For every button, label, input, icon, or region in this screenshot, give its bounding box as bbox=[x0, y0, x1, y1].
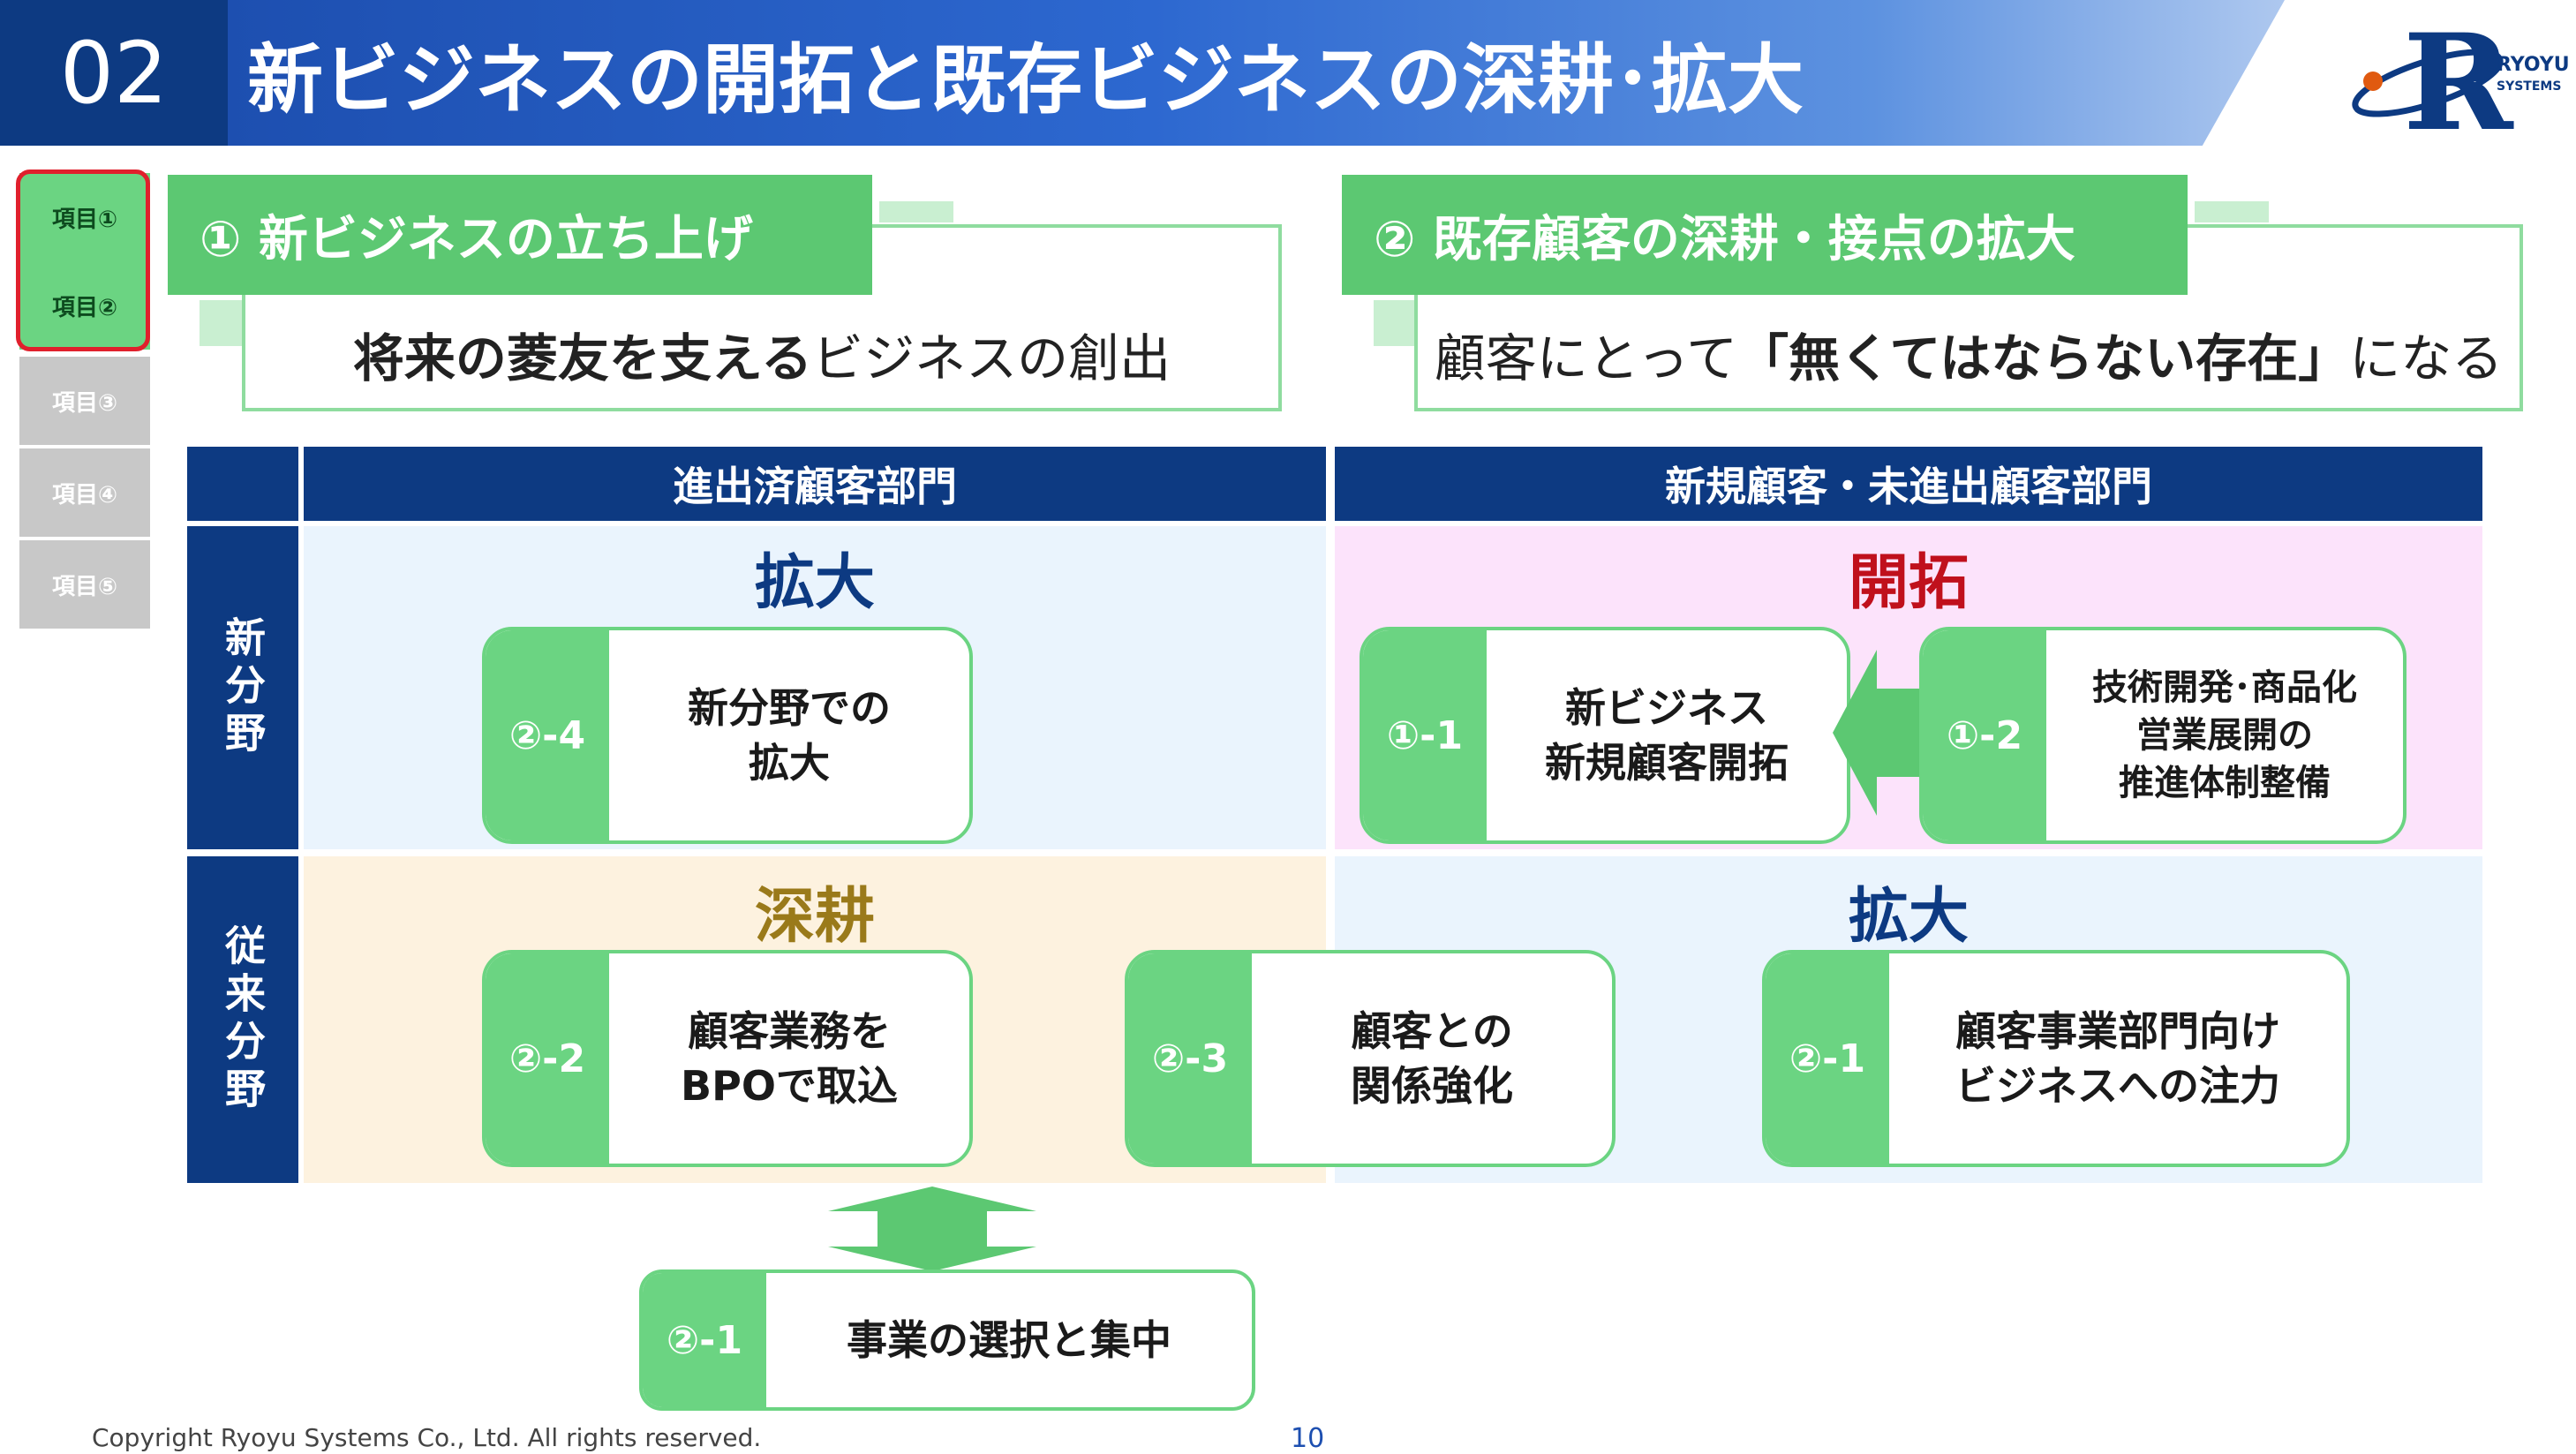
card-code: ①-1 bbox=[1363, 630, 1487, 840]
nav-item-1[interactable]: 項目① bbox=[19, 173, 150, 261]
section2-subtitle-post: になる bbox=[2349, 328, 2504, 388]
card-line: 新ビジネス bbox=[1565, 683, 1768, 732]
nav-item-4[interactable]: 項目④ bbox=[19, 448, 150, 537]
card-code: ②-3 bbox=[1128, 953, 1252, 1164]
card-text: 顧客事業部門向け ビジネスへの注力 bbox=[1889, 953, 2346, 1164]
logo-letter: R bbox=[2403, 12, 2514, 145]
card-code: ②-1 bbox=[1766, 953, 1889, 1164]
decor-bar bbox=[1374, 300, 1416, 346]
page-number: 10 bbox=[1291, 1423, 1325, 1454]
card-text: 顧客業務を BPOで取込 bbox=[609, 953, 969, 1164]
card-line: ビジネスへの注力 bbox=[1955, 1062, 2280, 1110]
header-banner bbox=[228, 0, 2285, 146]
card-line: 新分野での bbox=[688, 683, 891, 732]
quadrant-title-expand-2: 拡大 bbox=[1848, 882, 1969, 952]
card-line: 顧客事業部門向け bbox=[1955, 1006, 2280, 1055]
card-text: 顧客との 関係強化 bbox=[1252, 953, 1612, 1164]
card-line: 新規顧客開拓 bbox=[1545, 739, 1789, 787]
section2-heading: ② 既存顧客の深耕・接点の拡大 bbox=[1342, 175, 2188, 295]
quadrant-title-deepen: 深耕 bbox=[754, 882, 875, 952]
card-text: 技術開発･商品化 営業展開の 推進体制整備 bbox=[2046, 630, 2403, 840]
page-title: 新ビジネスの開拓と既存ビジネスの深耕･拡大 bbox=[247, 36, 1804, 124]
card-2-1-bottom[interactable]: ②-1 事業の選択と集中 bbox=[639, 1269, 1255, 1411]
section1-subtitle-bold: 将来の菱友を支える bbox=[352, 328, 813, 388]
card-line: 関係強化 bbox=[1351, 1062, 1513, 1110]
grid-corner bbox=[187, 447, 298, 521]
company-logo: R RYOYU SYSTEMS bbox=[2348, 5, 2576, 161]
card-2-3[interactable]: ②-3 顧客との 関係強化 bbox=[1125, 950, 1616, 1167]
section2-subtitle-pre: 顧客にとって bbox=[1434, 328, 1738, 388]
quadrant-title-expand-1: 拡大 bbox=[754, 548, 875, 618]
nav-item-2[interactable]: 項目② bbox=[19, 261, 150, 350]
card-code: ②-1 bbox=[643, 1273, 766, 1407]
nav-selection-highlight bbox=[16, 170, 150, 351]
nav-item-5[interactable]: 項目⑤ bbox=[19, 540, 150, 629]
card-line: 推進体制整備 bbox=[2119, 763, 2331, 803]
logo-text-ryoyu: RYOYU bbox=[2497, 54, 2570, 76]
section2-subtitle: 顧客にとって 「無くてはならない存在」 になる bbox=[1418, 300, 2520, 408]
logo-text-systems: SYSTEMS bbox=[2497, 79, 2561, 94]
card-text: 新分野での 拡大 bbox=[609, 630, 969, 840]
card-line: 拡大 bbox=[749, 739, 830, 787]
card-code: ②-4 bbox=[486, 630, 609, 840]
card-text: 事業の選択と集中 bbox=[766, 1273, 1252, 1407]
col-header-existing: 進出済顧客部門 bbox=[304, 447, 1326, 521]
section2-subtitle-bold: 「無くてはならない存在」 bbox=[1737, 328, 2350, 388]
section-number: 02 bbox=[0, 0, 228, 146]
card-code: ②-2 bbox=[486, 953, 609, 1164]
nav-item-3[interactable]: 項目③ bbox=[19, 357, 150, 445]
decor-bar bbox=[200, 300, 242, 346]
decor-bar bbox=[879, 201, 953, 222]
card-line: 顧客業務を bbox=[688, 1006, 891, 1055]
row-header-existing-field: 従来分野 bbox=[187, 856, 298, 1183]
card-2-4[interactable]: ②-4 新分野での 拡大 bbox=[482, 627, 973, 844]
row-header-new-field: 新分野 bbox=[187, 526, 298, 849]
double-arrow-icon bbox=[828, 1187, 1036, 1271]
section1-subtitle: 将来の菱友を支える ビジネスの創出 bbox=[245, 300, 1278, 408]
card-line: BPOで取込 bbox=[681, 1062, 898, 1110]
card-line: 営業展開の bbox=[2136, 715, 2313, 756]
card-2-1-right[interactable]: ②-1 顧客事業部門向け ビジネスへの注力 bbox=[1762, 950, 2350, 1167]
card-1-1[interactable]: ①-1 新ビジネス 新規顧客開拓 bbox=[1360, 627, 1850, 844]
card-2-2[interactable]: ②-2 顧客業務を BPOで取込 bbox=[482, 950, 973, 1167]
card-line: 事業の選択と集中 bbox=[847, 1315, 1171, 1364]
copyright-text: Copyright Ryoyu Systems Co., Ltd. All ri… bbox=[92, 1423, 762, 1452]
section1-subtitle-normal: ビジネスの創出 bbox=[812, 328, 1171, 388]
arrow-left-icon bbox=[1833, 650, 1932, 816]
card-line: 技術開発･商品化 bbox=[2092, 667, 2357, 708]
card-1-2[interactable]: ①-2 技術開発･商品化 営業展開の 推進体制整備 bbox=[1919, 627, 2407, 844]
logo-mark-icon: R RYOYU SYSTEMS bbox=[2352, 5, 2570, 161]
col-header-new: 新規顧客・未進出顧客部門 bbox=[1335, 447, 2482, 521]
card-text: 新ビジネス 新規顧客開拓 bbox=[1487, 630, 1847, 840]
section1-heading: ① 新ビジネスの立ち上げ bbox=[168, 175, 872, 295]
quadrant-title-develop: 開拓 bbox=[1848, 548, 1969, 618]
card-line: 顧客との bbox=[1351, 1006, 1513, 1055]
card-code: ①-2 bbox=[1923, 630, 2046, 840]
decor-bar bbox=[2195, 201, 2269, 222]
